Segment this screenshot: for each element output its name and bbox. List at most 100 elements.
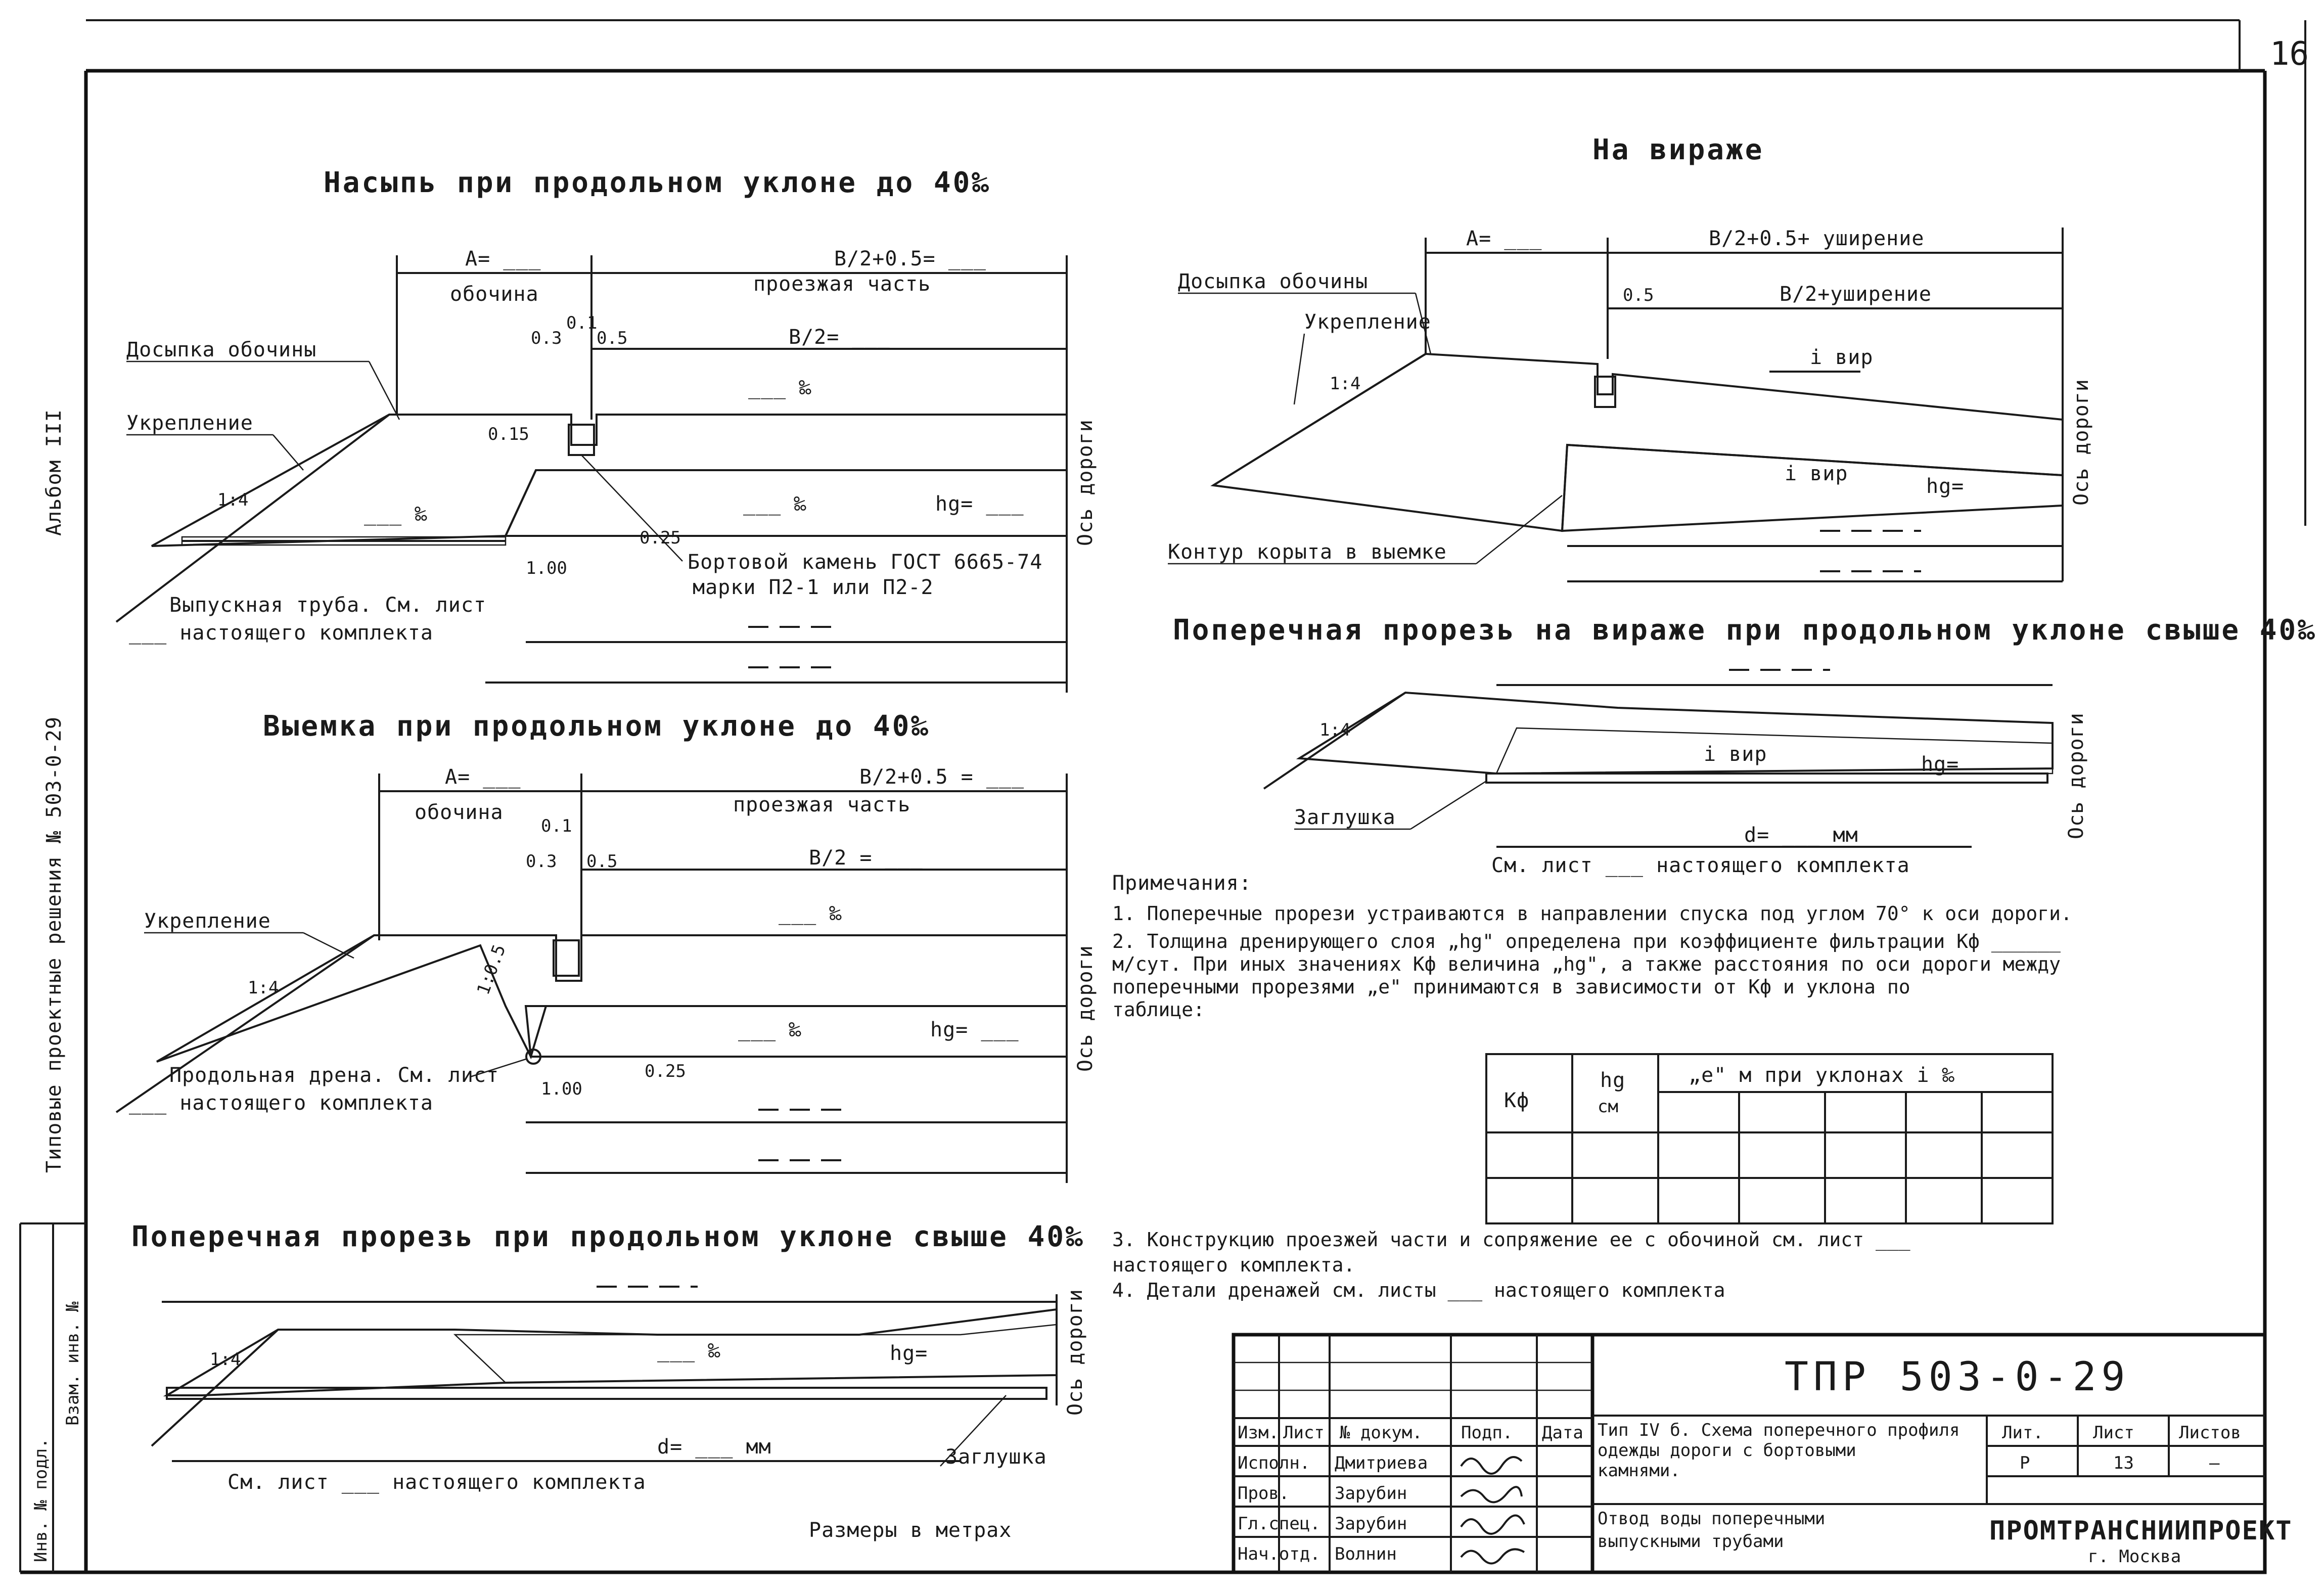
vir-trough: Контур корыта в выемке: [1168, 540, 1447, 564]
transverse-section: Поперечная прорезь при продольном уклоне…: [131, 1220, 1087, 1542]
tb-lit-val: Р: [2020, 1453, 2030, 1473]
tb-desc-2: одежды дороги с бортовыми: [1598, 1440, 1856, 1461]
emb-curb-grade: марки П2-1 или П2-2: [693, 576, 934, 599]
transverse-title: Поперечная прорезь при продольном уклоне…: [131, 1220, 1085, 1253]
emb-permille-mid: ___ ‰: [743, 492, 806, 516]
tb-sheets-val: —: [2209, 1453, 2220, 1473]
superelevation-section: На вираже A= ___ B/2+0.5+ уширение 0.5 B…: [1168, 133, 2093, 582]
tb-col-date: Дата: [1542, 1423, 1583, 1443]
tr-plug: Заглушка: [945, 1445, 1047, 1469]
trvir-slope: 1:4: [1319, 720, 1350, 740]
tb-r4-role: Нач.отд.: [1238, 1544, 1320, 1564]
emb-reinforcement: Укрепление: [126, 412, 253, 435]
emb-permille-top: ___ ‰: [748, 376, 811, 399]
vir-fill-shoulder: Досыпка обочины: [1178, 270, 1368, 293]
emb-fill-shoulder: Досыпка обочины: [126, 338, 316, 361]
trvir-d: d= ___ мм: [1744, 824, 1858, 847]
tr-axis: Ось дороги: [1064, 1289, 1087, 1416]
emb-d01: 0.1: [566, 313, 597, 333]
table-hg: hg: [1600, 1069, 1625, 1092]
cut-drain: Продольная дрена. См. лист: [169, 1064, 499, 1087]
tb-project: ТПР 503-0-29: [1785, 1354, 2130, 1400]
emb-slope: 1:4: [217, 490, 248, 510]
cut-d025: 0.25: [645, 1061, 686, 1081]
vir-title: На вираже: [1592, 133, 1764, 166]
notes-heading: Примечания:: [1112, 872, 1252, 895]
cut-permille-top: ___ ‰: [779, 902, 842, 925]
vir-b2: B/2+уширение: [1780, 283, 1932, 306]
tb-desc-4: Отвод воды поперечными: [1598, 1509, 1825, 1529]
tb-r1-role: Исполн.: [1238, 1453, 1310, 1473]
vir-reinforcement: Укрепление: [1304, 310, 1431, 334]
cut-d05: 0.5: [586, 851, 617, 872]
table-kf: Кф: [1504, 1089, 1529, 1112]
tb-desc-5: выпускными трубами: [1598, 1531, 1784, 1552]
emb-a-label: A= ___: [465, 247, 541, 270]
tb-r2-role: Пров.: [1238, 1483, 1289, 1504]
note-2b: м/сут. При иных значениях Кф величина „h…: [1112, 953, 2061, 975]
tr-d: d= ___ мм: [657, 1435, 771, 1459]
units-note: Размеры в метрах: [809, 1519, 1012, 1542]
table-hg-unit: см: [1598, 1097, 1618, 1117]
vir-half-width: B/2+0.5+ уширение: [1709, 227, 1924, 250]
cut-a-label: A= ___: [445, 765, 521, 789]
cut-b2: B/2 = ___: [809, 846, 923, 870]
title-block: Изм. Лист № докум. Подп. Дата Исполн. Дм…: [1232, 1333, 2292, 1574]
vir-i-top: i вир: [1810, 346, 1873, 369]
note-2a: 2. Толщина дренирующего слоя „hg" опреде…: [1112, 930, 2061, 953]
series-label: Типовые проектные решения № 503-0-29: [42, 716, 66, 1173]
vir-i-bottom: i вир: [1785, 462, 1848, 485]
tr-permille: ___ ‰: [657, 1339, 720, 1362]
embankment-section: Насыпь при продольном уклоне до 40‰ A= _…: [115, 166, 1097, 693]
tb-desc-1: Тип IV б. Схема поперечного профиля: [1598, 1420, 1960, 1440]
cut-half-width: B/2+0.5 = ___: [859, 765, 1024, 789]
trvir-see-sheet: См. лист ___ настоящего комплекта: [1491, 854, 1910, 877]
tb-lit: Лит.: [2002, 1423, 2043, 1443]
table-e-header: „е" м при уклонах i ‰: [1689, 1064, 1955, 1087]
emb-d03: 0.3: [531, 328, 562, 348]
vir-hg: hg=: [1926, 475, 1964, 498]
cut-section: Выемка при продольном уклоне до 40‰ A= _…: [115, 710, 1097, 1183]
cut-slope: 1:4: [248, 978, 279, 998]
cut-carriageway: проезжая часть: [733, 793, 910, 816]
cut-d01: 0.1: [541, 816, 572, 836]
cut-title: Выемка при продольном уклоне до 40‰: [263, 710, 930, 743]
emb-carriageway: проезжая часть: [753, 272, 931, 296]
tb-col-izm: Изм.: [1238, 1423, 1279, 1443]
cut-d005: 1:0.5: [473, 942, 510, 997]
tr-slope: 1:4: [210, 1349, 241, 1370]
page-number: 16: [2270, 35, 2309, 73]
note-1: 1. Поперечные прорези устраиваются в нап…: [1112, 902, 2072, 925]
tb-r1-name: Дмитриева: [1335, 1453, 1428, 1473]
vir-d05: 0.5: [1623, 285, 1654, 305]
cut-hg: hg= ___: [930, 1018, 1019, 1041]
emb-outlet-pipe: Выпускная труба. См. лист: [169, 594, 486, 617]
cut-d100: 1.00: [541, 1079, 582, 1099]
emb-d015: 0.15: [488, 424, 529, 444]
tb-r2-name: Зарубин: [1335, 1483, 1407, 1504]
emb-d05: 0.5: [597, 328, 627, 348]
cut-d03: 0.3: [526, 851, 557, 872]
tb-sheet-val: 13: [2113, 1453, 2134, 1473]
trvir-plug: Заглушка: [1294, 806, 1396, 829]
tb-r3-role: Гл.спец.: [1238, 1514, 1320, 1534]
emb-curb: Бортовой камень ГОСТ 6665-74: [688, 551, 1042, 574]
emb-permille-left: ___ ‰: [364, 503, 427, 526]
emb-d100: 1.00: [526, 558, 567, 578]
transverse-vir-section: Поперечная прорезь на вираже при продоль…: [1173, 614, 2315, 877]
album-label: Альбом III: [42, 409, 66, 536]
note-4: 4. Детали дренажей см. листы ___ настоящ…: [1112, 1279, 1725, 1302]
tb-r3-name: Зарубин: [1335, 1514, 1407, 1534]
note-3b: настоящего комплекта.: [1112, 1254, 1355, 1276]
embankment-title: Насыпь при продольном уклоне до 40‰: [324, 166, 991, 199]
emb-shoulder: обочина: [450, 283, 539, 306]
emb-half-width: B/2+0.5= ___: [834, 247, 986, 270]
tb-desc-3: камнями.: [1598, 1461, 1680, 1481]
inv-box-label-2: Взам. инв. №: [63, 1301, 83, 1426]
signatures: [1460, 1456, 1525, 1565]
emb-outlet-pipe-2: ___ настоящего комплекта: [129, 621, 433, 645]
note-2d: таблице:: [1112, 998, 1205, 1021]
vir-a-label: A= ___: [1466, 227, 1542, 250]
